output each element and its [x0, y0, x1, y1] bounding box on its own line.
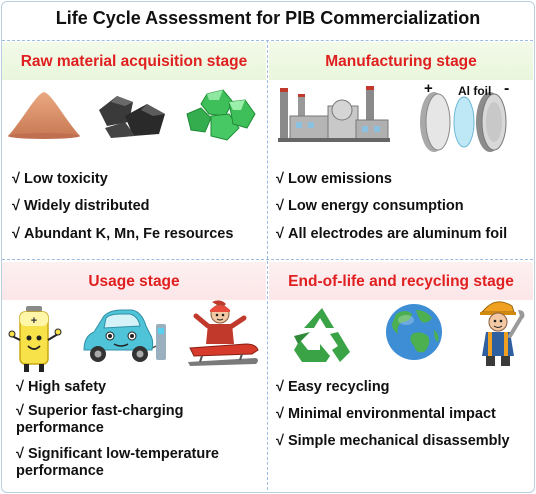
- horizontal-divider: [2, 259, 533, 260]
- raw-material-band: [2, 42, 266, 80]
- globe-icon: [386, 304, 442, 360]
- stage-title-raw-material: Raw material acquisition stage: [20, 53, 248, 70]
- recycling-point-2: √Minimal environmental impact: [276, 406, 496, 422]
- recycling-band: [269, 262, 533, 300]
- stage-title-usage: Usage stage: [88, 273, 180, 290]
- recycling-point-1: √Easy recycling: [276, 379, 390, 395]
- recycling-point-3: √Simple mechanical disassembly: [276, 433, 510, 449]
- battery-mascot-icon: +: [8, 306, 62, 372]
- usage-point-3: √Significant low-temperature performance: [16, 446, 219, 479]
- diagram-title: Life Cycle Assessment for PIB Commercial…: [55, 8, 481, 28]
- usage-band: [2, 262, 266, 300]
- factory-icon: [278, 86, 390, 142]
- raw-point-3: √Abundant K, Mn, Fe resources: [12, 226, 234, 242]
- manufacturing-band: [269, 42, 533, 80]
- stage-title-recycling: End-of-life and recycling stage: [288, 273, 514, 290]
- mechanic-icon: [480, 301, 525, 366]
- green-crystals-icon: [186, 89, 256, 141]
- raw-point-2: √Widely distributed: [12, 198, 150, 214]
- battery-cell-components-icon: [420, 92, 507, 152]
- raw-point-1: √Low toxicity: [12, 171, 108, 187]
- coal-lumps-icon: [99, 96, 165, 138]
- snowmobile-rider-icon: [188, 300, 259, 366]
- manufacturing-point-2: √Low energy consumption: [276, 198, 464, 214]
- al-foil-label: Al foil: [458, 84, 492, 98]
- negative-terminal-label: -: [504, 80, 510, 97]
- sand-pile-icon: [8, 92, 80, 139]
- svg-text:+: +: [31, 315, 37, 327]
- positive-terminal-label: +: [424, 80, 433, 97]
- stage-title-manufacturing: Manufacturing stage: [325, 53, 477, 70]
- usage-point-2: √Superior fast-charging performance: [16, 403, 184, 436]
- usage-point-1: √High safety: [16, 379, 107, 395]
- manufacturing-point-3: √All electrodes are aluminum foil: [276, 226, 508, 242]
- recycle-icon: [294, 308, 350, 362]
- electric-car-icon: [83, 309, 166, 362]
- vertical-divider: [267, 40, 268, 490]
- manufacturing-point-1: √Low emissions: [276, 171, 392, 187]
